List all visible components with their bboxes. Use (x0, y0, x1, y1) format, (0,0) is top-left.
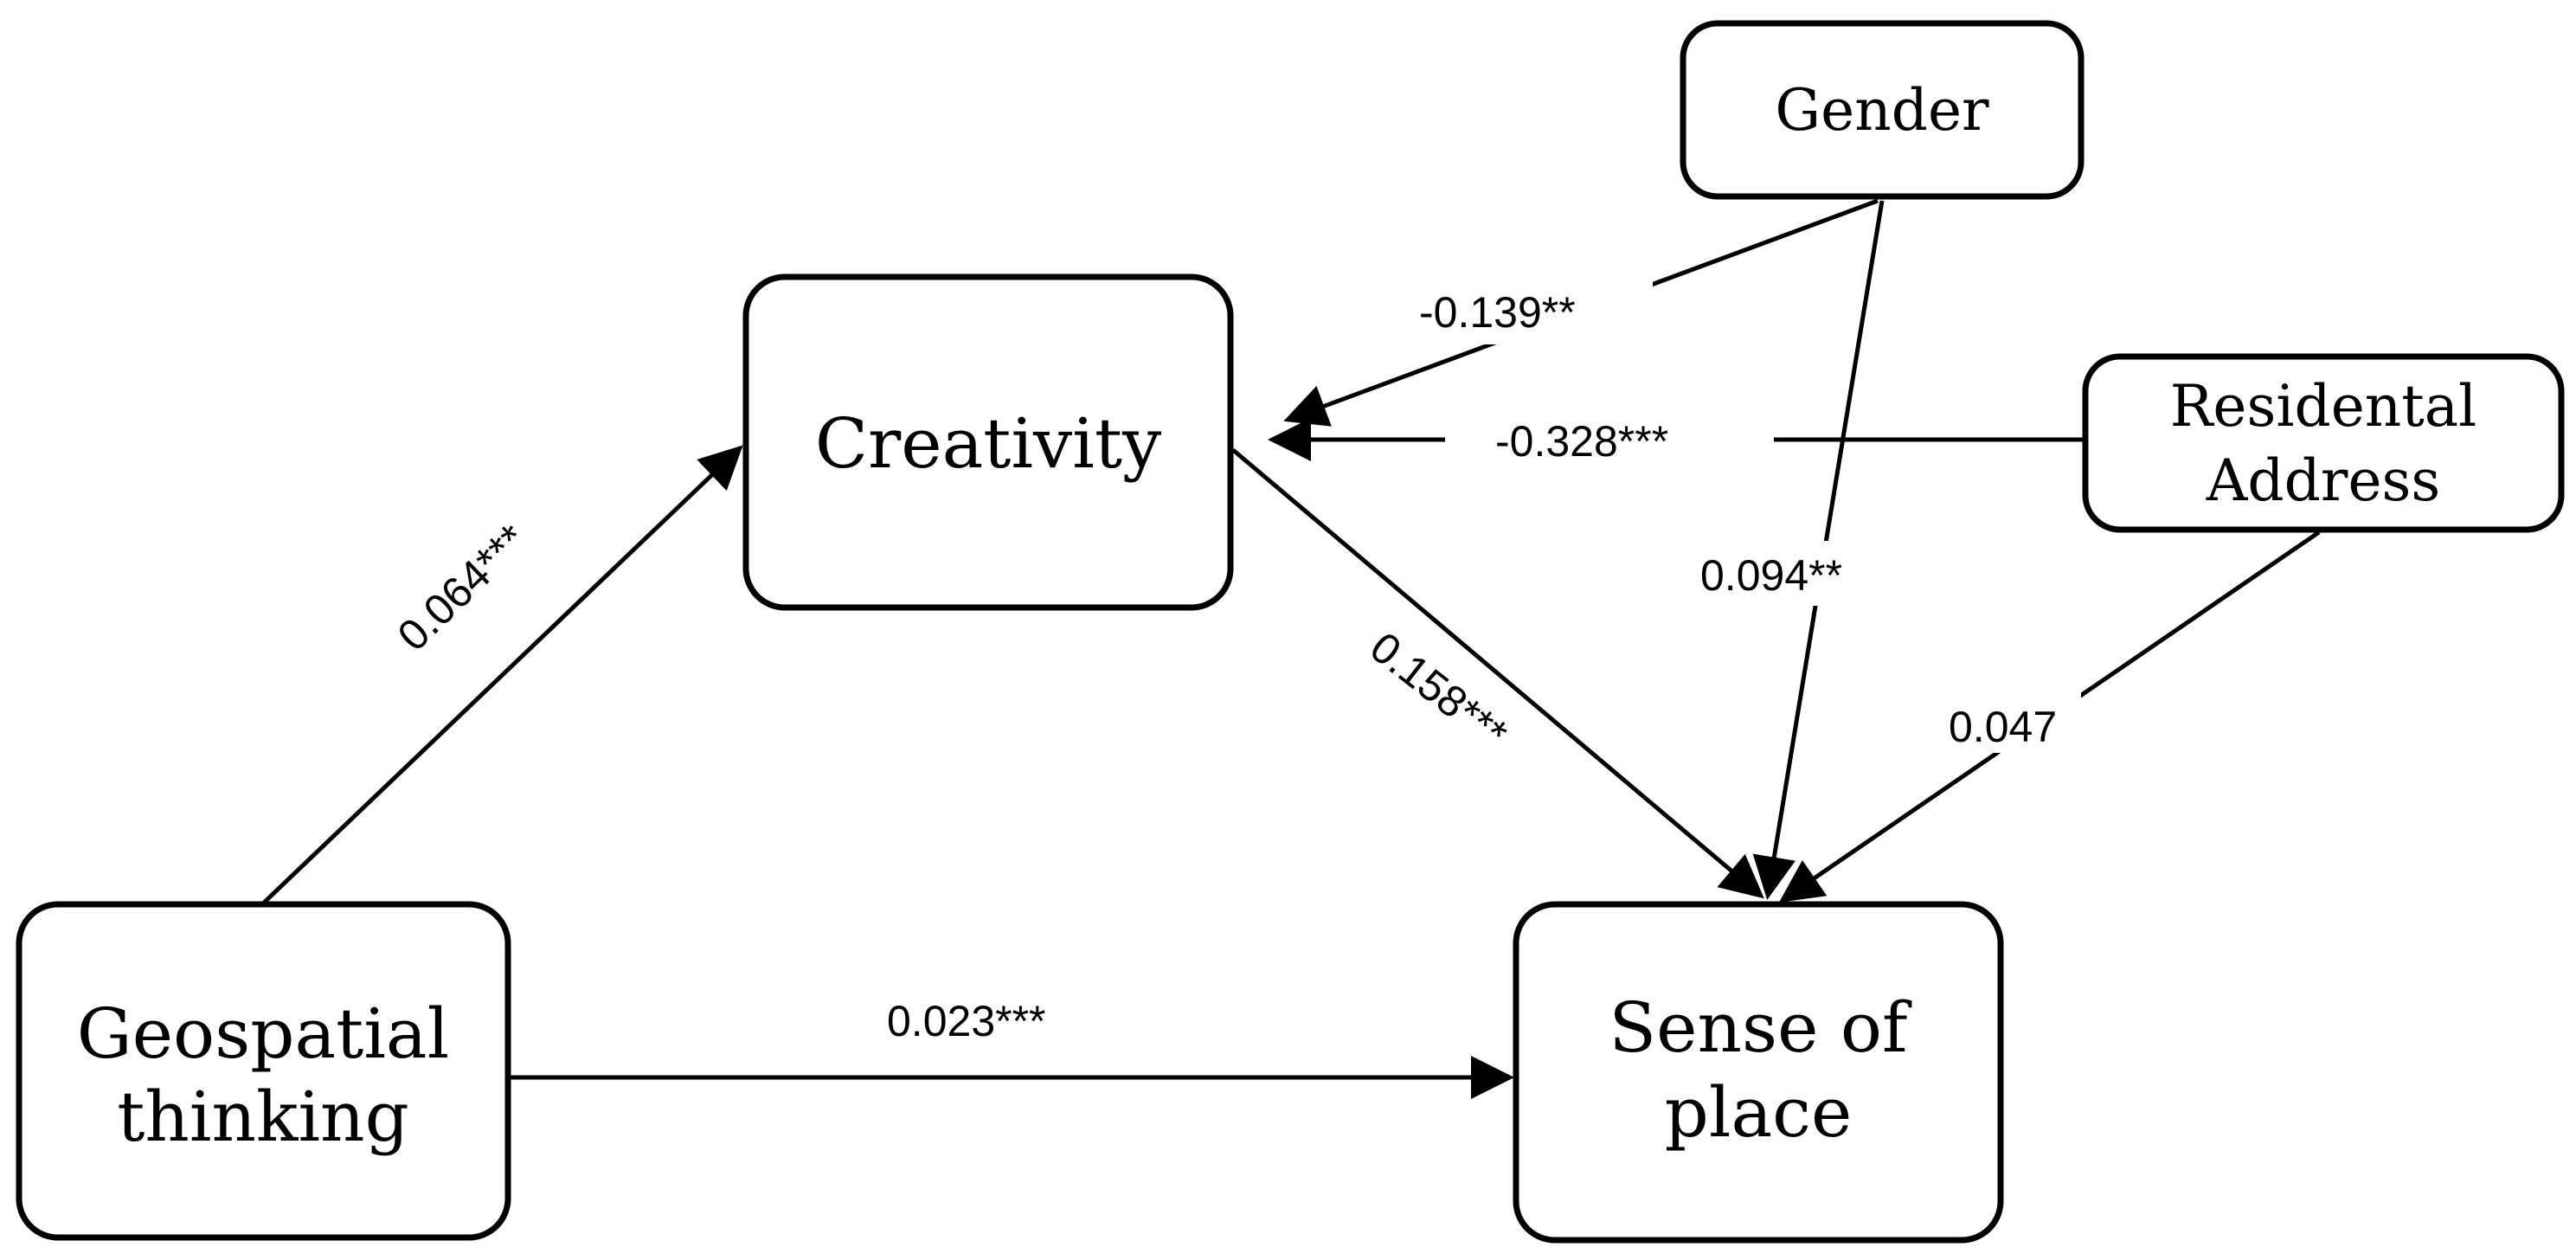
node-residential-line2: Address (2206, 447, 2441, 514)
node-creativity: Creativity (742, 273, 1234, 611)
edges (262, 198, 2321, 1099)
label-creativity-to-sense: 0.158*** (1361, 623, 1516, 759)
node-geospatial-line2: thinking (117, 1077, 409, 1157)
node-residential-line1: Residental (2170, 373, 2477, 440)
label-residential-to-creativity: -0.328*** (1495, 417, 1668, 466)
node-sense-of-place: Sense of place (1513, 901, 2004, 1244)
edge-creativity-to-sense (1231, 448, 1764, 899)
node-gender: Gender (1680, 20, 2085, 200)
label-geospatial-to-sense: 0.023*** (887, 997, 1046, 1045)
label-geospatial-to-creativity: 0.064*** (389, 515, 536, 660)
node-geospatial-thinking: Geospatial thinking (16, 901, 511, 1241)
node-geospatial-line1: Geospatial (77, 993, 449, 1074)
node-gender-label: Gender (1775, 77, 1989, 144)
node-sense-line1: Sense of (1609, 987, 1912, 1068)
label-residential-to-sense: 0.047 (1949, 703, 2057, 751)
label-gender-to-sense: 0.094** (1700, 551, 1842, 600)
node-sense-line2: place (1665, 1072, 1853, 1153)
edge-geospatial-to-creativity (262, 445, 743, 904)
node-creativity-label: Creativity (815, 403, 1161, 484)
label-gender-to-creativity: -0.139** (1419, 288, 1576, 337)
node-residential-address: Residental Address (2082, 353, 2565, 533)
